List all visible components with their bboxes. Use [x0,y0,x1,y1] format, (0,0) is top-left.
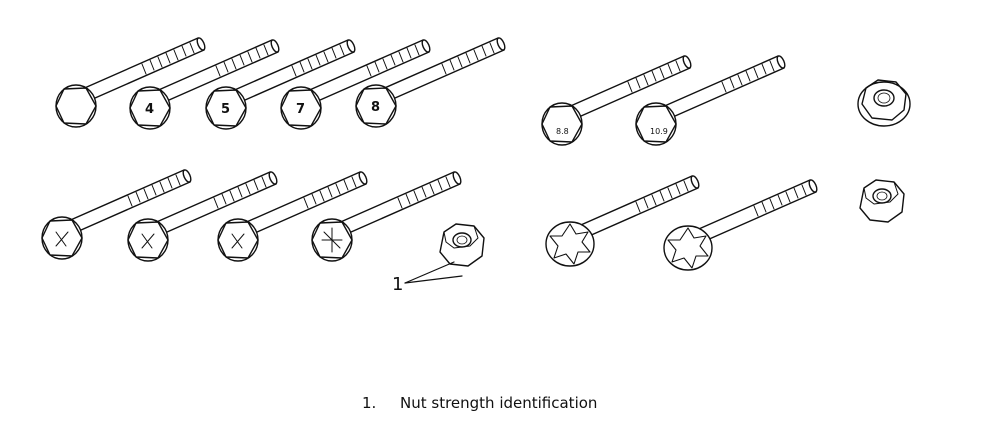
head-mark-4: 4 [145,102,154,117]
head-mark-7: 7 [296,102,305,117]
head-mark-5: 5 [221,102,230,117]
hex-nut [859,179,905,223]
head-mark-8: 8 [371,100,380,115]
bolt-head-marked-c [217,170,370,262]
svg-text:8.8: 8.8 [556,127,569,136]
callout-label: 1 [392,274,403,295]
bolt-grade-4: 4 [129,38,282,130]
bolt-head-marked-a [41,168,194,260]
bolt-grade-7: 7 [280,38,433,130]
nut-marked [439,223,485,267]
flange-nut [857,79,911,127]
svg-text:10.9: 10.9 [650,127,668,136]
caption-number: 1. [362,394,377,412]
callout-1: 1 [392,261,463,295]
bolt-metric-upper-right: 10.9 [635,54,788,146]
bolt-grade-8: 8 [355,36,508,128]
bolt-head-marked-b [127,170,280,262]
caption: 1. Nut strength identification [362,394,597,412]
bolt-grade-5: 5 [205,38,358,130]
caption-text: Nut strength identification [400,394,598,412]
bolt-metric-upper-left: 8.8 [541,54,694,146]
bolt-head-marked-d [311,170,464,262]
